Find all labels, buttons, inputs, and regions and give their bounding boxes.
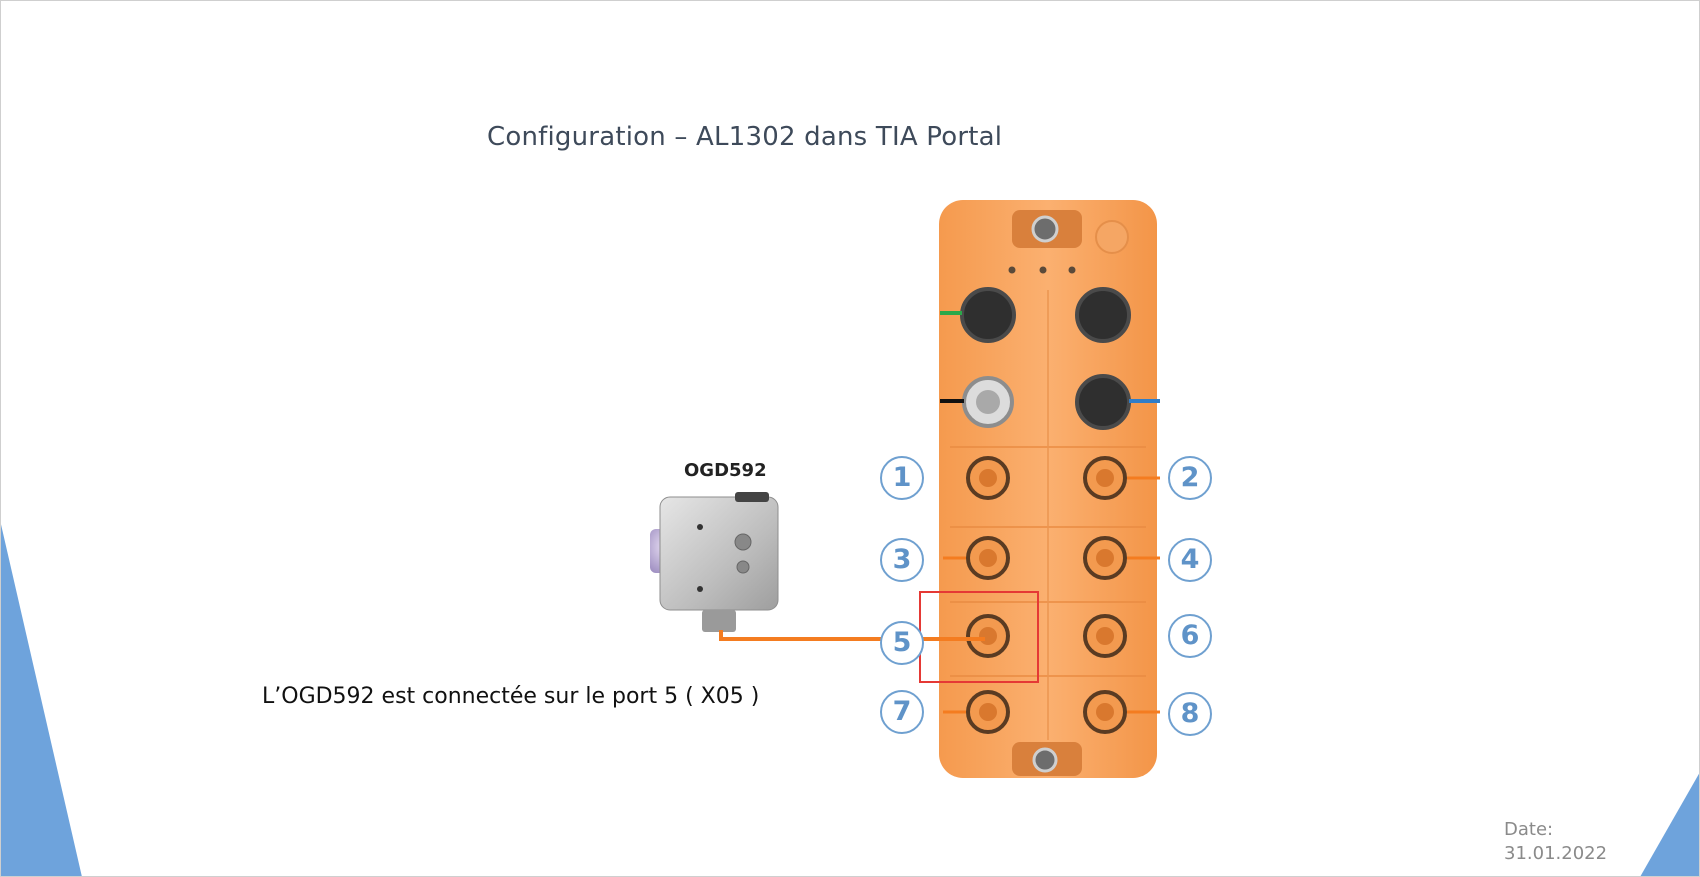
port-number-1: 1 <box>880 456 924 500</box>
right-decor-triangle <box>1640 772 1700 877</box>
port-4-connector-icon <box>1083 536 1127 580</box>
sensor-label: OGD592 <box>684 460 767 481</box>
port-number-7: 7 <box>880 690 924 734</box>
port-5-connector-icon <box>966 614 1010 658</box>
connection-caption: L’OGD592 est connectée sur le port 5 ( X… <box>262 684 760 709</box>
slide-title: Configuration – AL1302 dans TIA Portal <box>487 122 1003 152</box>
port-number-4: 4 <box>1168 538 1212 582</box>
port-1-connector-icon <box>966 456 1010 500</box>
port-number-2: 2 <box>1168 456 1212 500</box>
port-6-connector-icon <box>1083 614 1127 658</box>
port-number-6: 6 <box>1168 614 1212 658</box>
port-3-connector-icon <box>966 536 1010 580</box>
date-value: 31.01.2022 <box>1504 843 1608 864</box>
ogd592-sensor-icon <box>650 492 779 632</box>
left-decor-triangle <box>0 520 82 877</box>
port-number-5: 5 <box>880 621 924 665</box>
port-8-connector-icon <box>1083 690 1127 734</box>
m12-connector-icon <box>940 287 1160 430</box>
date-block: Date: 31.01.2022 <box>1504 818 1607 866</box>
port-leader-lines <box>943 476 1160 714</box>
port-7-connector-icon <box>966 690 1010 734</box>
port-number-3: 3 <box>880 538 924 582</box>
date-label: Date: <box>1504 819 1554 840</box>
port-2-connector-icon <box>1083 456 1127 500</box>
io-link-ports <box>966 456 1127 734</box>
port-number-8: 8 <box>1168 692 1212 736</box>
